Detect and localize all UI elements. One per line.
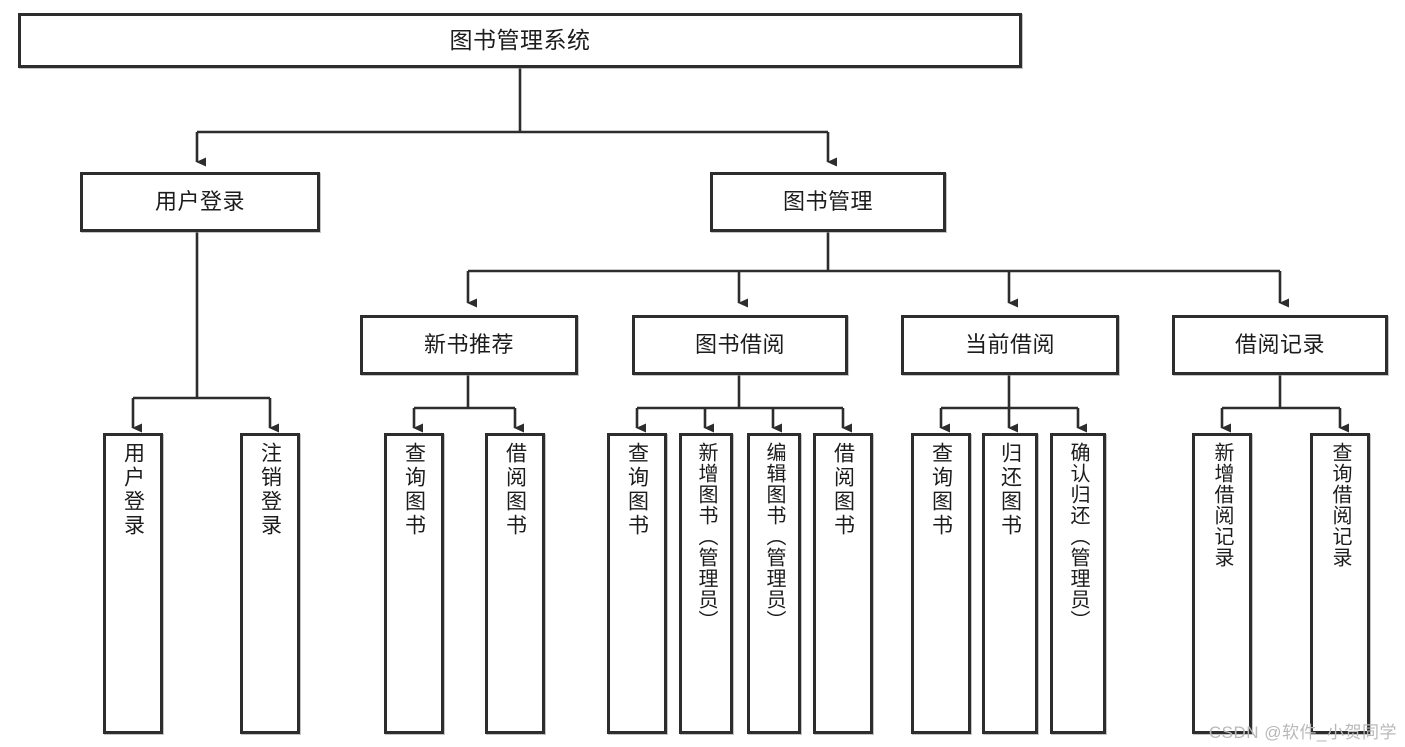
node-book-borrow[interactable]: 图书借阅 (632, 315, 848, 375)
node-label: 借阅记录 (1234, 332, 1325, 358)
node-label: 编辑图书（管理员） (763, 442, 785, 631)
node-label: 图书管理系统 (449, 26, 591, 53)
node-label: 图书借阅 (694, 332, 785, 358)
node-borrow-record[interactable]: 借阅记录 (1172, 315, 1388, 375)
leaf-query-book-borrow[interactable]: 查询图书 (607, 433, 667, 734)
node-label: 查询图书 (929, 442, 953, 538)
node-root-system[interactable]: 图书管理系统 (18, 13, 1022, 68)
node-label: 新书推荐 (423, 332, 514, 358)
node-label: 确认归还（管理员） (1067, 442, 1089, 631)
node-label: 借阅图书 (831, 442, 855, 538)
leaf-borrow-book[interactable]: 借阅图书 (813, 433, 873, 734)
leaf-logout[interactable]: 注销登录 (240, 433, 300, 734)
node-label: 新增图书（管理员） (695, 442, 717, 631)
node-label: 查询图书 (625, 442, 649, 538)
node-current-borrow[interactable]: 当前借阅 (901, 315, 1119, 375)
leaf-query-book-current[interactable]: 查询图书 (911, 433, 971, 734)
node-label: 归还图书 (998, 442, 1022, 538)
node-label: 新增借阅记录 (1211, 442, 1233, 568)
node-label: 用户登录 (154, 189, 245, 215)
leaf-return-book[interactable]: 归还图书 (982, 433, 1038, 734)
node-label: 当前借阅 (964, 332, 1055, 358)
node-label: 查询图书 (402, 442, 426, 538)
leaf-query-borrow-record[interactable]: 查询借阅记录 (1310, 433, 1370, 734)
leaf-add-borrow-record[interactable]: 新增借阅记录 (1192, 433, 1252, 734)
node-label: 注销登录 (258, 442, 282, 538)
leaf-confirm-return-admin[interactable]: 确认归还（管理员） (1050, 433, 1106, 734)
leaf-edit-book-admin[interactable]: 编辑图书（管理员） (747, 433, 801, 734)
node-label: 图书管理 (782, 189, 873, 215)
leaf-add-book-admin[interactable]: 新增图书（管理员） (679, 433, 733, 734)
node-book-management[interactable]: 图书管理 (710, 172, 946, 232)
node-user-login[interactable]: 用户登录 (80, 172, 320, 232)
watermark-credit: CSDN @软件_小贺同学 (1208, 723, 1397, 742)
leaf-query-book-recommend[interactable]: 查询图书 (384, 433, 444, 734)
node-new-book-recommend[interactable]: 新书推荐 (360, 315, 578, 375)
node-label: 借阅图书 (503, 442, 527, 538)
leaf-borrow-book-recommend[interactable]: 借阅图书 (485, 433, 545, 734)
leaf-user-login[interactable]: 用户登录 (103, 433, 163, 734)
node-label: 用户登录 (121, 442, 145, 538)
node-label: 查询借阅记录 (1329, 442, 1351, 568)
